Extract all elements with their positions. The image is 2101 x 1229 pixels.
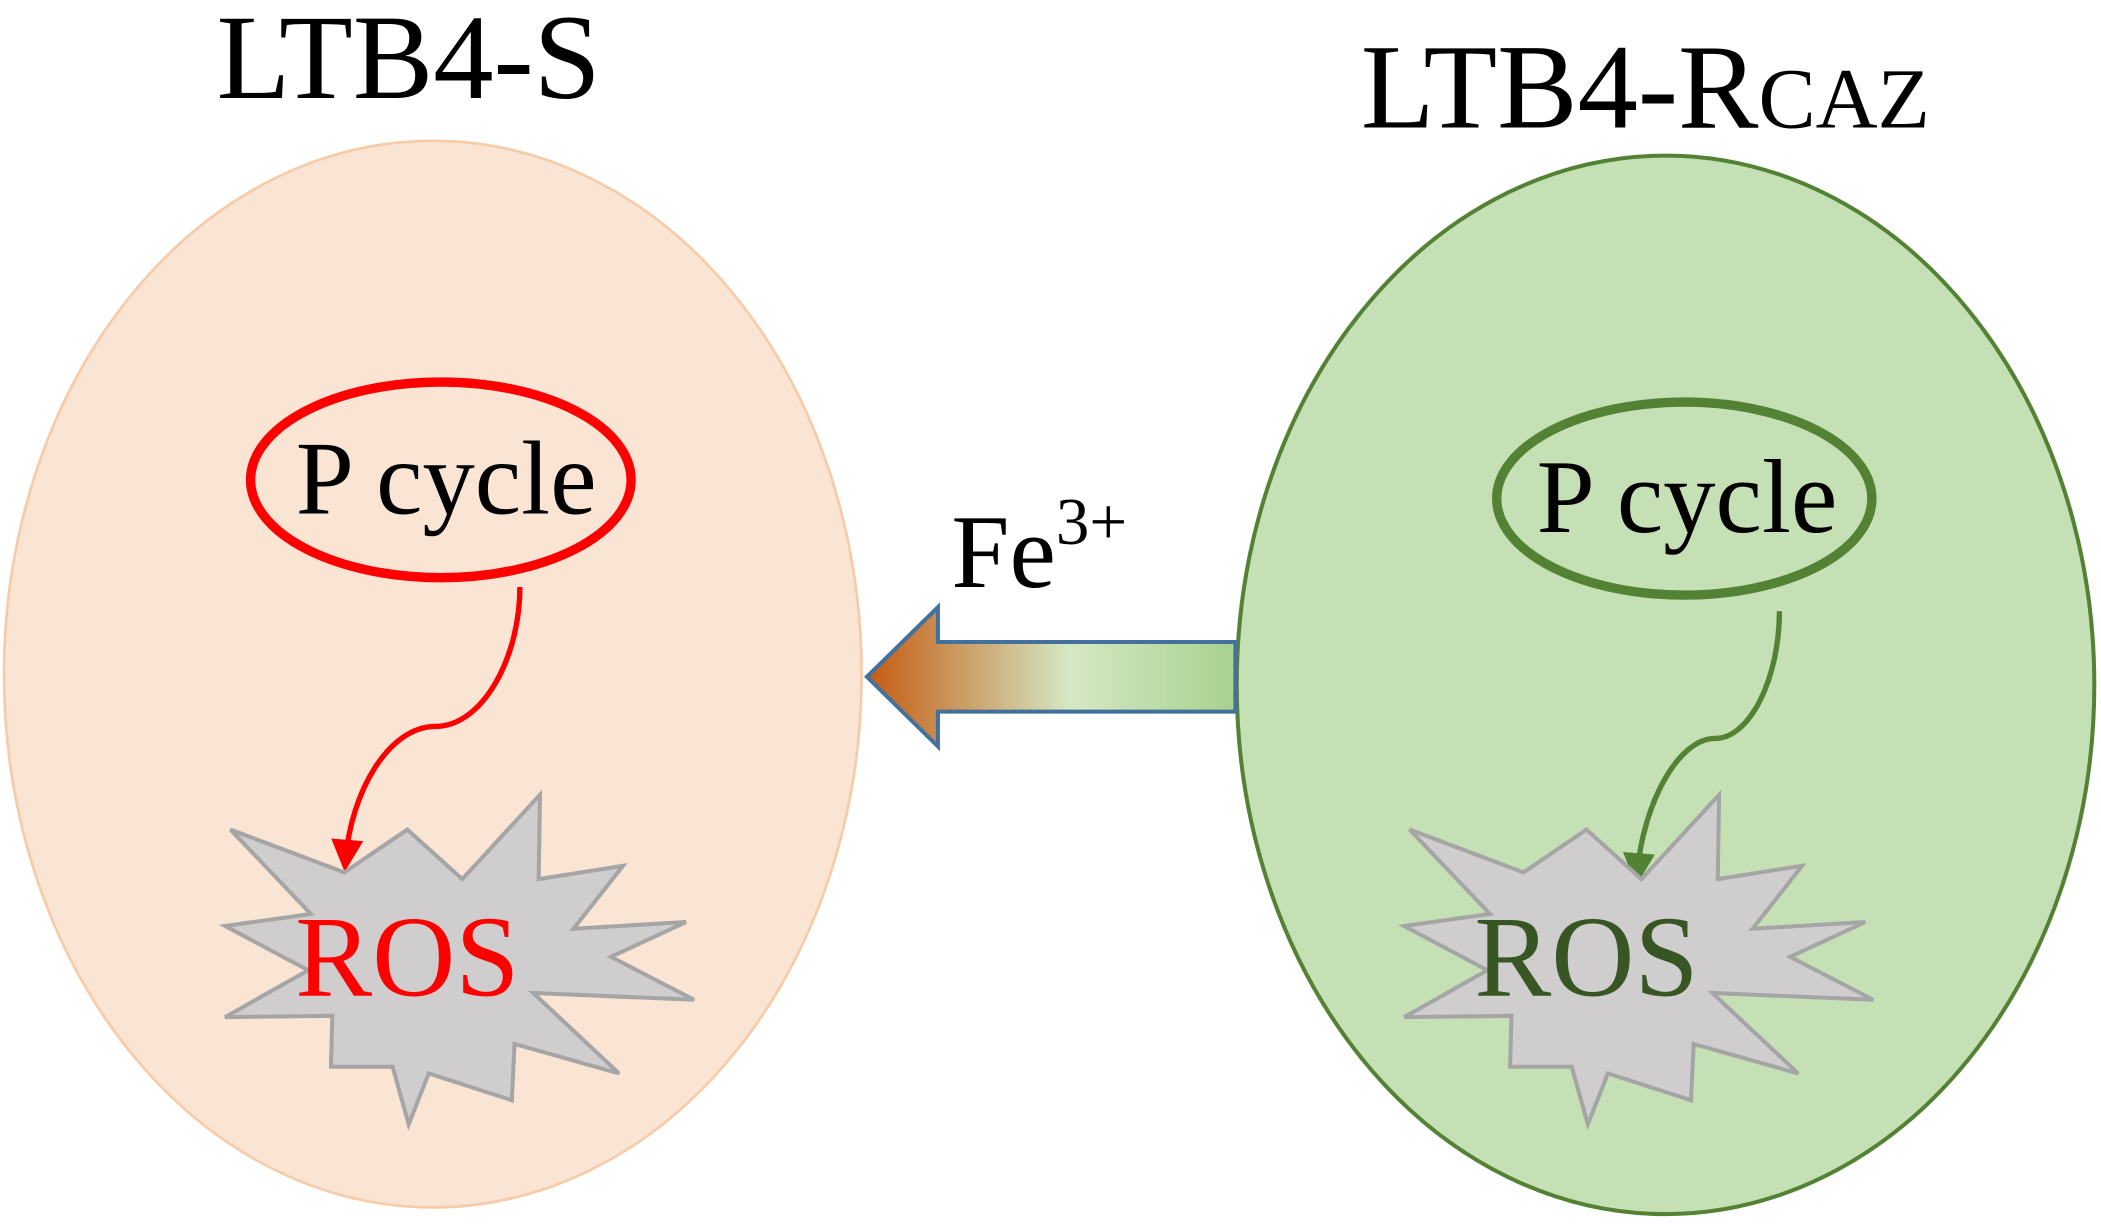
left-pcycle-ring: [245, 377, 636, 583]
fe-transfer: Fe3+: [864, 485, 1238, 752]
right-pcycle-to-ros-arrow: [1622, 611, 1783, 886]
right-pcycle-label: P cycle: [1537, 439, 1838, 555]
left-cell-title: LTB4-S: [217, 0, 601, 125]
left-ros-burst: [218, 789, 696, 1131]
left-cell: LTB4-S P cycle ROS: [2, 0, 863, 1209]
fe-ion-charge: 3+: [1056, 485, 1127, 559]
left-pcycle-label: P cycle: [296, 420, 597, 536]
transfer-arrow: [864, 602, 1238, 752]
right-cell-title-main: LTB4-R: [1361, 21, 1759, 154]
right-cell-title: LTB4-RCAZ: [1361, 21, 1930, 154]
right-pcycle-ring: [1492, 397, 1877, 600]
fe-ion-label: Fe3+: [951, 485, 1127, 610]
left-pcycle-to-ros-arrow: [331, 587, 523, 872]
right-cell-title-subscript: CAZ: [1758, 51, 1930, 146]
right-ros-burst: [1397, 789, 1875, 1131]
fe-ion-base: Fe: [951, 494, 1055, 610]
right-cell: LTB4-RCAZ P cycle ROS: [1234, 21, 2097, 1217]
right-ros-label: ROS: [1474, 893, 1698, 1021]
left-ros-label: ROS: [295, 893, 519, 1021]
